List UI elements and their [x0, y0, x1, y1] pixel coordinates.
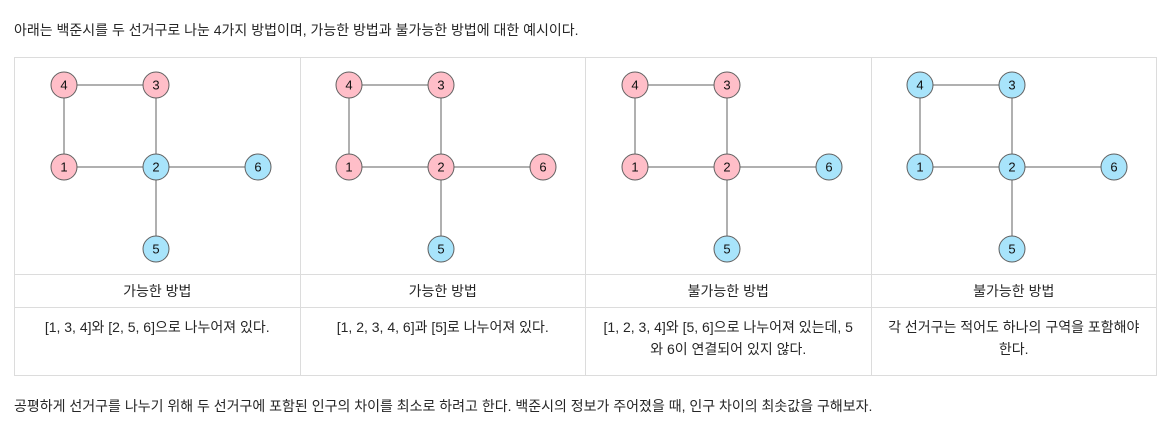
graph-node-1	[335, 153, 363, 181]
graph-node-2	[713, 153, 741, 181]
graph-node-label-6: 6	[1111, 160, 1118, 175]
graph-canvas: 4 3 1 2 6 5	[621, 71, 843, 263]
graph-node-label-3: 3	[438, 78, 445, 93]
district-graph-2: 4 3 1 2 6 5	[301, 60, 586, 272]
graph-node-label-2: 2	[152, 160, 159, 175]
graph-node-6	[1100, 153, 1128, 181]
graph-node-4	[335, 71, 363, 99]
graph-node-label-2: 2	[438, 160, 445, 175]
diagram-cell-2: 4 3 1 2 6 5	[299, 57, 586, 276]
description-row: [1, 3, 4]와 [2, 5, 6]으로 나누어져 있다. [1, 2, 3…	[14, 307, 1157, 376]
graph-node-5	[713, 235, 741, 263]
graph-node-label-2: 2	[1009, 160, 1016, 175]
district-graph-4: 4 3 1 2 6 5	[872, 60, 1157, 272]
district-graph-1: 4 3 1 2 6 5	[15, 60, 300, 272]
graph-canvas: 4 3 1 2 6 5	[335, 71, 557, 263]
graph-node-2	[427, 153, 455, 181]
title-row: 가능한 방법 가능한 방법 불가능한 방법 불가능한 방법	[14, 274, 1157, 309]
example-title-4: 불가능한 방법	[870, 274, 1157, 309]
graph-node-1	[621, 153, 649, 181]
graph-node-5	[142, 235, 170, 263]
example-title-2: 가능한 방법	[299, 274, 586, 309]
graph-node-label-2: 2	[723, 160, 730, 175]
graph-node-3	[998, 71, 1026, 99]
graph-node-6	[244, 153, 272, 181]
graph-node-label-5: 5	[152, 242, 159, 257]
graph-node-label-3: 3	[152, 78, 159, 93]
diagram-cell-4: 4 3 1 2 6 5	[870, 57, 1157, 276]
graph-node-4	[50, 71, 78, 99]
graph-canvas: 4 3 1 2 6 5	[50, 71, 272, 263]
graph-node-label-3: 3	[1009, 78, 1016, 93]
graph-node-label-4: 4	[917, 78, 924, 93]
example-title-3: 불가능한 방법	[585, 274, 872, 309]
graph-node-3	[427, 71, 455, 99]
graph-node-label-1: 1	[346, 160, 353, 175]
graph-node-2	[142, 153, 170, 181]
graph-node-4	[906, 71, 934, 99]
outro-paragraph: 공평하게 선거구를 나누기 위해 두 선거구에 포함된 인구의 차이를 최소로 …	[14, 397, 873, 414]
graph-node-5	[427, 235, 455, 263]
graph-canvas: 4 3 1 2 6 5	[906, 71, 1128, 263]
graph-node-6	[529, 153, 557, 181]
district-graph-3: 4 3 1 2 6 5	[586, 60, 871, 272]
graph-node-3	[142, 71, 170, 99]
example-description-3: [1, 2, 3, 4]와 [5, 6]으로 나누어져 있는데, 5와 6이 연…	[585, 307, 872, 376]
graph-node-label-5: 5	[723, 242, 730, 257]
graph-node-label-6: 6	[254, 160, 261, 175]
diagram-row: 4 3 1 2 6 5 4 3 1 2 6 5 4 3 1 2 6 5 4 3 1 2 6 5	[14, 57, 1157, 276]
graph-node-label-1: 1	[631, 160, 638, 175]
graph-node-label-4: 4	[346, 78, 353, 93]
graph-node-2	[998, 153, 1026, 181]
graph-node-label-5: 5	[1009, 242, 1016, 257]
graph-node-label-5: 5	[438, 242, 445, 257]
graph-node-label-4: 4	[60, 78, 67, 93]
example-description-1: [1, 3, 4]와 [2, 5, 6]으로 나누어져 있다.	[14, 307, 301, 376]
graph-node-label-6: 6	[540, 160, 547, 175]
graph-node-5	[998, 235, 1026, 263]
diagram-cell-1: 4 3 1 2 6 5	[14, 57, 301, 276]
graph-node-label-6: 6	[825, 160, 832, 175]
graph-node-label-1: 1	[60, 160, 67, 175]
graph-node-label-3: 3	[723, 78, 730, 93]
graph-node-3	[713, 71, 741, 99]
graph-node-label-4: 4	[631, 78, 638, 93]
example-description-4: 각 선거구는 적어도 하나의 구역을 포함해야 한다.	[870, 307, 1157, 376]
examples-table: 4 3 1 2 6 5 4 3 1 2 6 5 4 3 1 2 6 5 4 3 1 2 6 5 가능한 방법 가능한 방…	[14, 57, 1157, 376]
graph-node-1	[50, 153, 78, 181]
graph-node-4	[621, 71, 649, 99]
graph-node-1	[906, 153, 934, 181]
example-description-2: [1, 2, 3, 4, 6]과 [5]로 나누어져 있다.	[299, 307, 586, 376]
diagram-cell-3: 4 3 1 2 6 5	[585, 57, 872, 276]
intro-paragraph: 아래는 백준시를 두 선거구로 나눈 4가지 방법이며, 가능한 방법과 불가능…	[14, 22, 579, 38]
graph-node-6	[815, 153, 843, 181]
graph-node-label-1: 1	[917, 160, 924, 175]
example-title-1: 가능한 방법	[14, 274, 301, 309]
